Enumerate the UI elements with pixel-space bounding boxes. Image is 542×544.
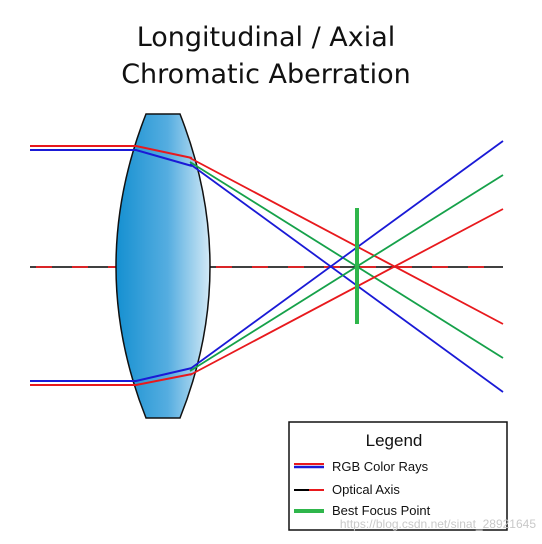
refracted-ray-green-bottom bbox=[189, 174, 504, 372]
legend-label-best-focus: Best Focus Point bbox=[332, 503, 431, 518]
incoming-ray-blue-top bbox=[30, 149, 193, 167]
legend-label-optical-axis: Optical Axis bbox=[332, 482, 400, 497]
refracted-ray-green-top bbox=[189, 161, 504, 359]
legend-swatch-rgb-rays bbox=[294, 463, 324, 469]
legend-box bbox=[288, 421, 508, 531]
incoming-ray-blue-bottom bbox=[30, 367, 193, 382]
legend-label-rgb-rays: RGB Color Rays bbox=[332, 459, 429, 474]
incoming-ray-red-bottom bbox=[30, 373, 193, 386]
refracted-ray-blue-top bbox=[189, 163, 504, 393]
refracted-ray-blue-bottom bbox=[189, 140, 504, 370]
legend-heading: Legend bbox=[366, 431, 423, 450]
biconvex-lens bbox=[115, 113, 211, 419]
diagram-title-line-1: Longitudinal / Axial bbox=[137, 22, 396, 53]
refracted-ray-red-top bbox=[189, 157, 504, 325]
incoming-ray-red-top bbox=[30, 145, 193, 159]
diagram-title-line-2: Chromatic Aberration bbox=[121, 59, 411, 90]
refracted-ray-red-bottom bbox=[189, 208, 504, 376]
watermark-url: https://blog.csdn.net/sinat_28921645 bbox=[340, 517, 536, 531]
